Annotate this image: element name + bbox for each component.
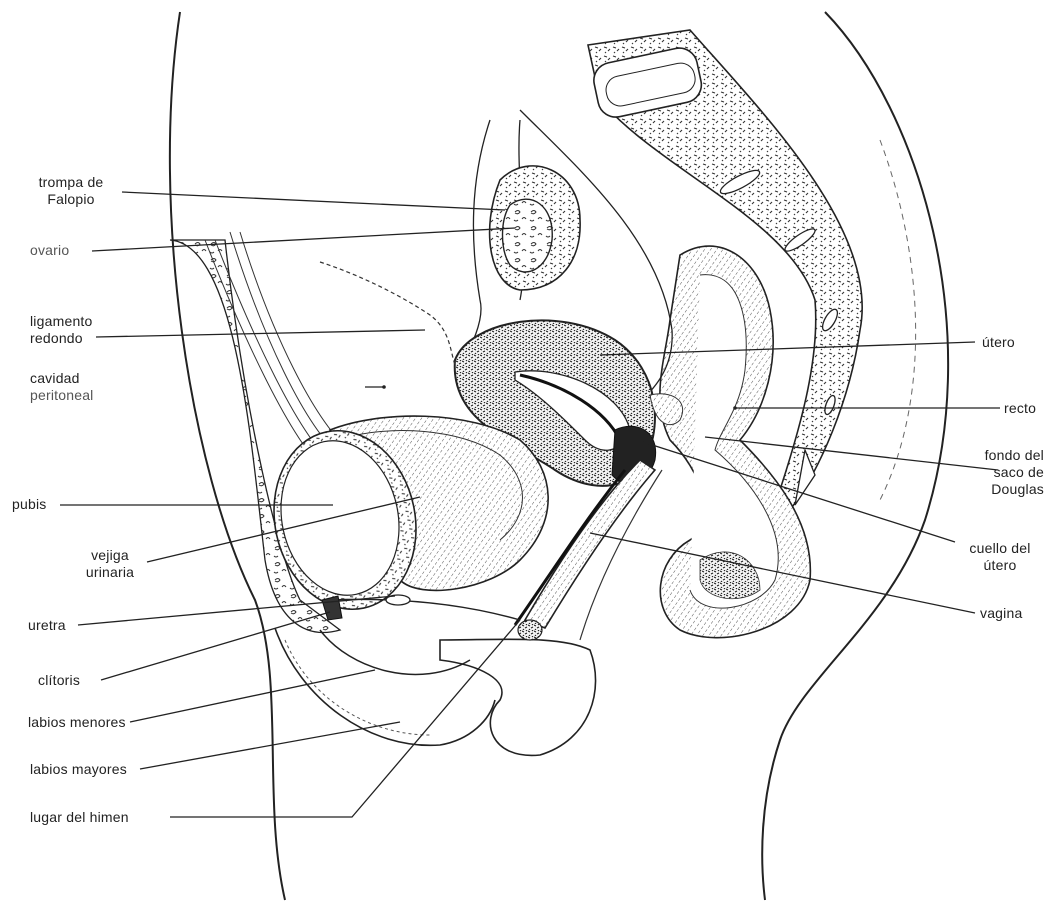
round-ligament <box>320 262 455 365</box>
label-vagina: vagina <box>980 605 1022 622</box>
label-pubis: pubis <box>12 496 46 513</box>
leader-ligamento <box>96 330 425 337</box>
label-clitoris: clítoris <box>38 672 80 689</box>
label-fondo-del-saco-de-douglas: fondo del saco de Douglas <box>950 447 1044 498</box>
label-vejiga-urinaria: vejiga urinaria <box>70 547 150 581</box>
leader-trompa <box>122 192 505 210</box>
leader-labios-mayores <box>140 722 400 769</box>
ovary <box>503 199 553 272</box>
body-front-outline <box>170 12 285 900</box>
label-utero: útero <box>982 334 1015 351</box>
leader-uretra <box>78 596 395 625</box>
body-back-inner <box>880 140 916 500</box>
clitoris-shape <box>322 596 342 620</box>
label-ovario: ovario <box>30 242 69 259</box>
label-recto: recto <box>1004 400 1036 417</box>
label-ligamento-redondo: ligamento redondo <box>30 313 93 347</box>
label-trompa-de-falopio: trompa de Falopio <box>16 174 126 208</box>
tube-ligament <box>460 120 490 365</box>
label-labios-mayores: labios mayores <box>30 761 127 778</box>
label-cavidad-peritoneal: cavidad peritoneal <box>30 370 94 404</box>
leader-utero <box>600 342 975 355</box>
label-cuello-del-utero: cuello del útero <box>955 540 1045 574</box>
label-uretra: uretra <box>28 617 66 634</box>
label-labios-menores: labios menores <box>28 714 126 731</box>
label-lugar-del-himen: lugar del himen <box>30 809 129 826</box>
leader-ovario <box>92 228 515 251</box>
